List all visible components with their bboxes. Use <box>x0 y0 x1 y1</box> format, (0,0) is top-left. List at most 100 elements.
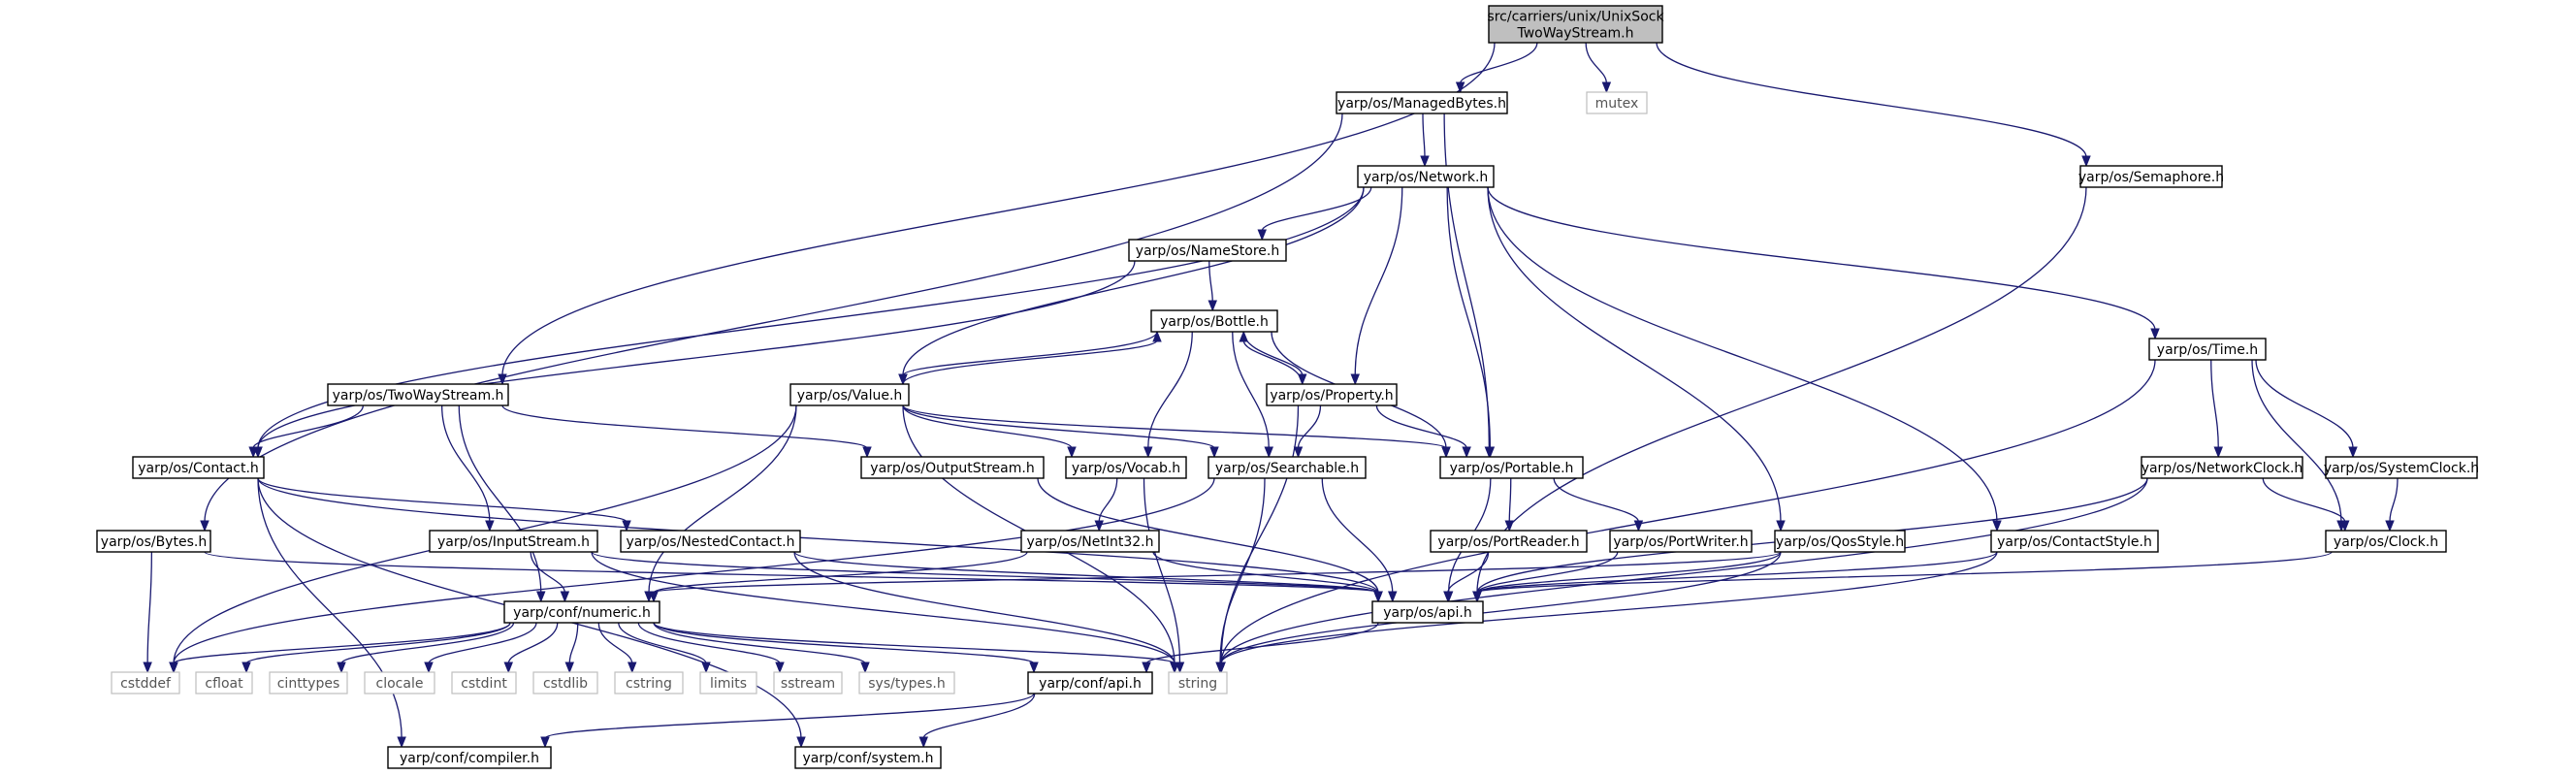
node-nestedcontact[interactable]: yarp/os/NestedContact.h <box>620 530 801 553</box>
node-label: yarp/os/Vocab.h <box>1072 461 1180 476</box>
node-label: yarp/os/TwoWayStream.h <box>333 388 504 404</box>
node-outputstream[interactable]: yarp/os/OutputStream.h <box>860 456 1045 479</box>
node-box <box>1168 671 1228 694</box>
edge-netint32-to-osapi <box>1152 551 1383 603</box>
node-bottle[interactable]: yarp/os/Bottle.h <box>1150 309 1278 333</box>
node-label: yarp/os/Clock.h <box>2334 534 2438 550</box>
node-osapi[interactable]: yarp/os/api.h <box>1371 600 1484 624</box>
node-portable[interactable]: yarp/os/Portable.h <box>1439 456 1584 479</box>
node-label: cstring <box>626 676 672 692</box>
edge-searchable-to-osapi <box>1321 477 1398 603</box>
node-box <box>503 600 660 624</box>
node-value[interactable]: yarp/os/Value.h <box>789 383 910 406</box>
node-label: yarp/conf/numeric.h <box>513 605 651 621</box>
node-network[interactable]: yarp/os/Network.h <box>1357 165 1495 188</box>
node-box <box>1266 383 1398 406</box>
edge-managedbytes-to-network <box>1420 113 1430 168</box>
node-label: yarp/os/NetworkClock.h <box>2141 461 2303 476</box>
node-label: yarp/os/NetInt32.h <box>1026 534 1153 550</box>
node-box <box>1065 456 1187 479</box>
edge-property-to-portable <box>1375 404 1471 459</box>
node-managedbytes[interactable]: yarp/os/ManagedBytes.h <box>1336 91 1508 114</box>
node-vocab[interactable]: yarp/os/Vocab.h <box>1065 456 1187 479</box>
node-contactstyle[interactable]: yarp/os/ContactStyle.h <box>1990 530 2159 553</box>
edge-twowaystream-to-numeric <box>458 404 546 603</box>
node-label: yarp/os/Semaphore.h <box>2078 170 2224 185</box>
edge-managedbytes-to-portable <box>1443 113 1495 459</box>
edge-osapi-to-confapi <box>1142 622 1379 674</box>
node-compiler[interactable]: yarp/conf/compiler.h <box>387 746 552 769</box>
edge-numeric-to-systypes <box>653 622 870 674</box>
node-system[interactable]: yarp/conf/system.h <box>794 746 942 769</box>
node-twowaystream[interactable]: yarp/os/TwoWayStream.h <box>327 383 509 406</box>
node-label: yarp/os/Bottle.h <box>1160 314 1269 330</box>
node-label: yarp/os/api.h <box>1383 605 1471 621</box>
node-searchable[interactable]: yarp/os/Searchable.h <box>1208 456 1367 479</box>
node-box <box>195 671 253 694</box>
node-label: cstdint <box>461 676 507 692</box>
node-label: yarp/os/QosStyle.h <box>1776 534 1904 550</box>
edge-network-to-time <box>1487 186 2160 340</box>
node-label: yarp/os/NameStore.h <box>1136 243 1279 259</box>
node-label: yarp/os/ContactStyle.h <box>1997 534 2152 550</box>
node-box <box>1774 530 1906 553</box>
node-netint32[interactable]: yarp/os/NetInt32.h <box>1020 530 1160 553</box>
node-time[interactable]: yarp/os/Time.h <box>2148 338 2267 361</box>
node-contact[interactable]: yarp/os/Contact.h <box>132 456 265 479</box>
node-label: sys/types.h <box>868 676 945 692</box>
node-mutex: mutex <box>1586 91 1648 114</box>
node-networkclock[interactable]: yarp/os/NetworkClock.h <box>2141 456 2303 479</box>
node-label: cstddef <box>120 676 172 692</box>
edge-numeric-to-sstream <box>637 622 785 674</box>
edge-namestore-to-bottle <box>1208 260 1217 312</box>
edge-numeric-to-confapi <box>653 622 1039 674</box>
edge-vocab-to-string <box>1143 477 1185 674</box>
node-box <box>451 671 517 694</box>
node-portwriter[interactable]: yarp/os/PortWriter.h <box>1609 530 1753 553</box>
edge-numeric-to-cstddef <box>169 622 511 674</box>
node-box <box>773 671 843 694</box>
node-box <box>1609 530 1753 553</box>
node-box <box>1357 165 1495 188</box>
node-label: yarp/conf/compiler.h <box>400 751 539 766</box>
node-box <box>327 383 509 406</box>
edge-nestedcontact-to-osapi <box>793 551 1383 603</box>
edge-vocab-to-netint32 <box>1094 477 1118 533</box>
edge-time-to-networkclock <box>2210 359 2223 459</box>
edge-twowaystream-to-outputstream <box>501 404 872 459</box>
node-namestore[interactable]: yarp/os/NameStore.h <box>1128 239 1287 262</box>
edge-confapi-to-compiler <box>540 693 1035 749</box>
node-box <box>1430 530 1588 553</box>
node-semaphore[interactable]: yarp/os/Semaphore.h <box>2078 165 2224 188</box>
node-cstdint: cstdint <box>451 671 517 694</box>
node-string: string <box>1168 671 1228 694</box>
node-box <box>1208 456 1367 479</box>
node-box <box>620 530 801 553</box>
node-qosstyle[interactable]: yarp/os/QosStyle.h <box>1774 530 1906 553</box>
node-confapi[interactable]: yarp/conf/api.h <box>1027 671 1153 694</box>
node-box <box>132 456 265 479</box>
edge-numeric-to-string <box>653 622 1179 674</box>
node-label: yarp/os/Contact.h <box>138 461 259 476</box>
node-label: string <box>1178 676 1217 692</box>
node-box <box>2325 530 2447 553</box>
node-box <box>429 530 598 553</box>
edge-confapi-to-system <box>918 693 1036 749</box>
edge-numeric-to-cstdint <box>503 622 559 674</box>
edge-portwriter-to-osapi <box>1472 551 1619 603</box>
edge-numeric-to-cstdlib <box>564 622 579 674</box>
edge-value-to-searchable <box>902 404 1219 459</box>
node-bytes[interactable]: yarp/os/Bytes.h <box>96 530 211 553</box>
edge-numeric-to-cinttypes <box>337 622 515 674</box>
node-systemclock[interactable]: yarp/os/SystemClock.h <box>2324 456 2479 479</box>
node-portreader[interactable]: yarp/os/PortReader.h <box>1430 530 1588 553</box>
node-property[interactable]: yarp/os/Property.h <box>1266 383 1398 406</box>
node-box <box>699 671 757 694</box>
node-label: yarp/os/PortWriter.h <box>1613 534 1748 550</box>
edge-property-to-searchable <box>1293 404 1322 459</box>
node-numeric[interactable]: yarp/conf/numeric.h <box>503 600 660 624</box>
edge-network-to-property <box>1350 186 1403 386</box>
node-inputstream[interactable]: yarp/os/InputStream.h <box>429 530 598 553</box>
node-clock[interactable]: yarp/os/Clock.h <box>2325 530 2447 553</box>
